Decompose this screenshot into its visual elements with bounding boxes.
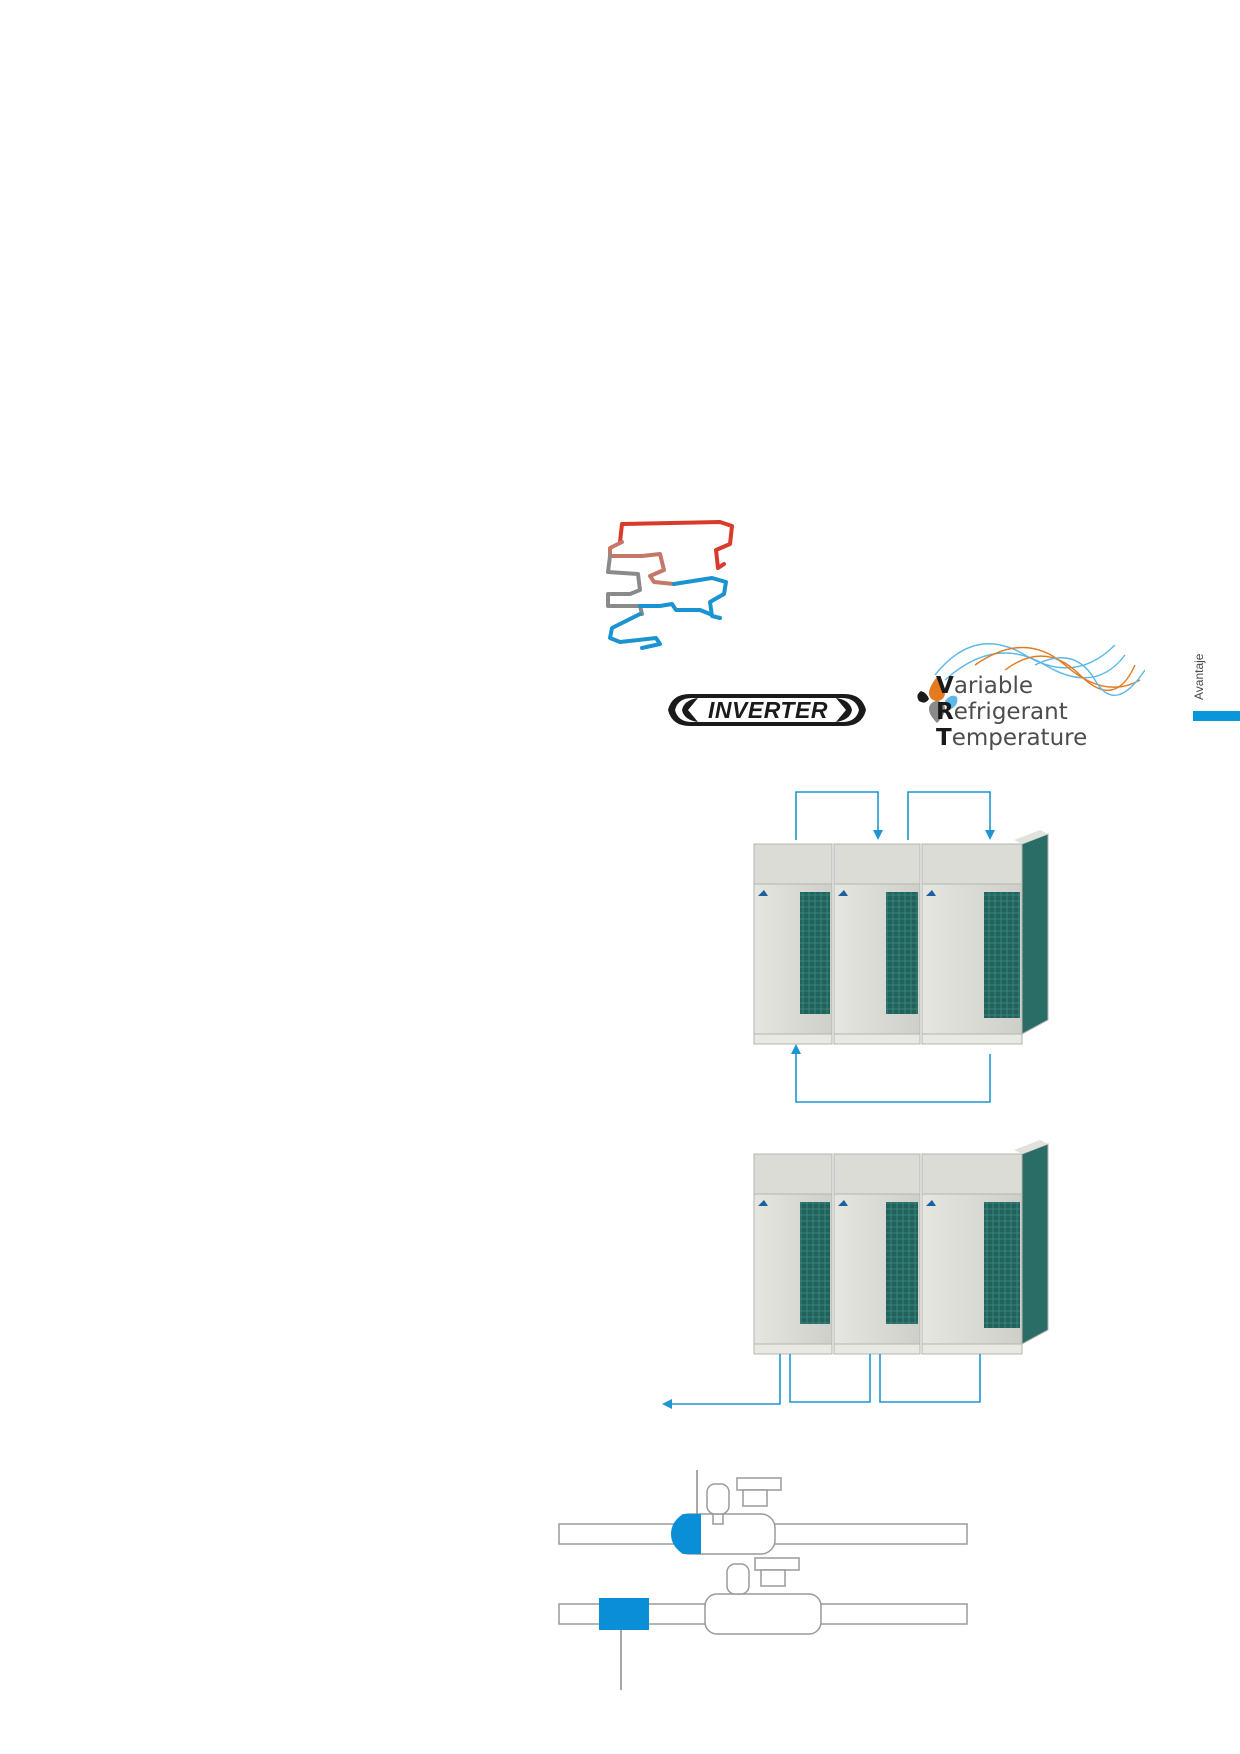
vrt-logo-graphic bbox=[917, 643, 1145, 723]
valve-pipe-diagram bbox=[558, 1470, 968, 1690]
coil-neutral-loop bbox=[606, 554, 644, 616]
inverter-logo bbox=[668, 694, 866, 726]
vrt-line-refrigerant: Refrigerant bbox=[936, 699, 1068, 725]
valve-blue-block bbox=[599, 1598, 649, 1630]
coil-cold-loop bbox=[608, 576, 728, 650]
vrt-logo-text: Variable Refrigerant Temperature bbox=[936, 673, 1087, 751]
side-tab-bar bbox=[1193, 711, 1240, 721]
vrt-orange-drop bbox=[929, 677, 945, 701]
coil-warm-loop bbox=[608, 540, 676, 586]
vrt-line-temperature: Temperature bbox=[936, 725, 1088, 751]
valve-blue-cap bbox=[671, 1514, 701, 1554]
outdoor-unit-1 bbox=[753, 843, 833, 1045]
vrt-black-drop bbox=[917, 691, 929, 703]
outdoor-unit-6 bbox=[921, 1140, 1049, 1355]
inverter-logo-text: INVERTER bbox=[708, 697, 828, 723]
coil-hot-loop bbox=[618, 520, 734, 570]
vrt-grey-drop bbox=[929, 701, 945, 723]
top-connection-arrows bbox=[795, 791, 991, 840]
refrigerant-coil-illustration bbox=[606, 520, 734, 650]
outdoor-unit-5 bbox=[833, 1153, 921, 1355]
bottom-connection-arrow bbox=[795, 1052, 991, 1103]
outlet-connection-arrow bbox=[672, 1354, 981, 1405]
outdoor-unit-3 bbox=[921, 830, 1049, 1045]
side-tab-label: Avantaje bbox=[1192, 653, 1206, 700]
vrt-blue-drop bbox=[945, 695, 958, 709]
outdoor-units-group-1 bbox=[753, 791, 1049, 1103]
outdoor-unit-4 bbox=[753, 1153, 833, 1355]
outdoor-units-group-2 bbox=[662, 1140, 1049, 1409]
outdoor-unit-2 bbox=[833, 843, 921, 1045]
vrt-line-variable: Variable bbox=[936, 673, 1033, 699]
